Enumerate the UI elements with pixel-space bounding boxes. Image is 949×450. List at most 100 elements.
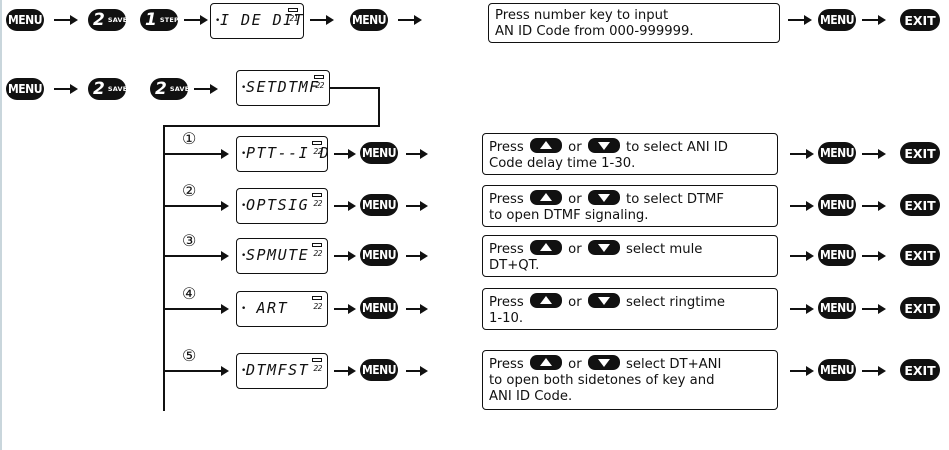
lcd-channel: 22	[313, 249, 322, 258]
step-marker: ①	[182, 129, 197, 148]
arrow	[334, 149, 356, 159]
instruction-line: Press or to select DTMF	[489, 190, 771, 208]
up-arrow-key-icon	[529, 240, 562, 255]
instruction-text: to select ANI ID	[626, 140, 728, 155]
step-marker: ②	[182, 181, 197, 200]
arrow	[54, 15, 78, 25]
branch-arrow	[165, 304, 229, 314]
instruction-line: to open DTMF signaling.	[489, 208, 649, 223]
arrow	[790, 304, 814, 314]
lcd-channel: 22	[315, 81, 324, 90]
instruction-line: ANI ID Code.	[489, 389, 573, 404]
instruction-text: or	[568, 295, 582, 310]
instruction-text: to select DTMF	[626, 192, 725, 207]
lcd-dot: •	[241, 251, 247, 261]
lcd-text: ART	[246, 299, 289, 317]
up-arrow-key-icon	[529, 138, 562, 153]
instruction-text: or	[568, 242, 582, 257]
up-arrow-key-icon	[529, 355, 562, 370]
connector-line	[163, 125, 380, 127]
arrow	[334, 251, 356, 261]
menu-key: MENU	[360, 359, 398, 381]
lcd-channel: 22	[313, 147, 322, 156]
exit-key: EXIT	[900, 244, 940, 266]
battery-icon	[312, 296, 322, 300]
up-arrow-key-icon	[529, 190, 562, 205]
arrow	[406, 251, 428, 261]
exit-key: EXIT	[900, 9, 940, 31]
branch-arrow	[165, 149, 229, 159]
arrow	[184, 15, 208, 25]
down-arrow-key-icon	[587, 293, 620, 308]
instruction-text: or	[568, 357, 582, 372]
up-arrow-key-icon	[529, 293, 562, 308]
exit-key: EXIT	[900, 194, 940, 216]
instruction-box: Press number key to input AN ID Code fro…	[488, 3, 780, 43]
instruction-line: Press number key to input	[495, 8, 669, 23]
instruction-text: or	[568, 140, 582, 155]
menu-key: MENU	[360, 297, 398, 319]
instruction-box: Press or select ringtime 1-10.	[482, 288, 778, 330]
step-marker: ④	[182, 284, 197, 303]
arrow	[862, 251, 886, 261]
arrow	[862, 15, 886, 25]
lcd-display: • I DE DIT 21	[210, 3, 304, 39]
menu-key: MENU	[818, 9, 856, 31]
instruction-text: select ringtime	[626, 295, 726, 310]
arrow	[788, 15, 812, 25]
arrow	[406, 201, 428, 211]
lcd-display: • DTMFST 22	[236, 353, 328, 389]
down-arrow-key-icon	[587, 138, 620, 153]
arrow	[790, 201, 814, 211]
connector-line	[330, 87, 380, 89]
battery-icon	[312, 193, 322, 197]
battery-icon	[288, 8, 298, 12]
step-marker: ③	[182, 231, 197, 250]
arrow	[790, 366, 814, 376]
instruction-box: Press or to select ANI ID Code delay tim…	[482, 133, 778, 175]
lcd-dot: •	[241, 366, 247, 376]
arrow	[334, 201, 356, 211]
lcd-display: • SETDTMF 22	[236, 70, 330, 106]
arrow	[790, 149, 814, 159]
page-edge	[0, 0, 2, 450]
instruction-text: Press	[489, 140, 524, 155]
arrow	[334, 366, 356, 376]
instruction-line: 1-10.	[489, 311, 524, 326]
instruction-box: Press or select mule DT+QT.	[482, 235, 778, 277]
menu-key: MENU	[818, 142, 856, 164]
instruction-line: Press or to select ANI ID	[489, 138, 771, 156]
down-arrow-key-icon	[587, 190, 620, 205]
instruction-line: Code delay time 1-30.	[489, 156, 636, 171]
lcd-channel: 22	[313, 302, 322, 311]
menu-key: MENU	[818, 297, 856, 319]
instruction-line: Press or select DT+ANI	[489, 355, 771, 373]
lcd-text: OPTSIG	[246, 196, 310, 214]
arrow	[406, 149, 428, 159]
lcd-text: DTMFST	[246, 361, 310, 379]
branch-arrow	[165, 201, 229, 211]
instruction-box: Press or select DT+ANI to open both side…	[482, 350, 778, 410]
instruction-line: to open both sidetones of key and	[489, 373, 715, 388]
lcd-dot: •	[241, 201, 247, 211]
instruction-text: Press	[489, 192, 524, 207]
lcd-dot: •	[241, 83, 247, 93]
instruction-box: Press or to select DTMF to open DTMF sig…	[482, 185, 778, 227]
battery-icon	[312, 243, 322, 247]
menu-key: MENU	[818, 244, 856, 266]
instruction-text: select DT+ANI	[626, 357, 722, 372]
arrow	[398, 15, 422, 25]
lcd-dot: •	[241, 304, 247, 314]
menu-key: MENU	[360, 244, 398, 266]
arrow	[406, 304, 428, 314]
battery-icon	[312, 141, 322, 145]
battery-icon	[312, 358, 322, 362]
exit-key: EXIT	[900, 359, 940, 381]
menu-key: MENU	[6, 9, 44, 31]
instruction-line: Press or select mule	[489, 240, 771, 258]
arrow	[862, 149, 886, 159]
lcd-display: • SPMUTE 22	[236, 238, 328, 274]
